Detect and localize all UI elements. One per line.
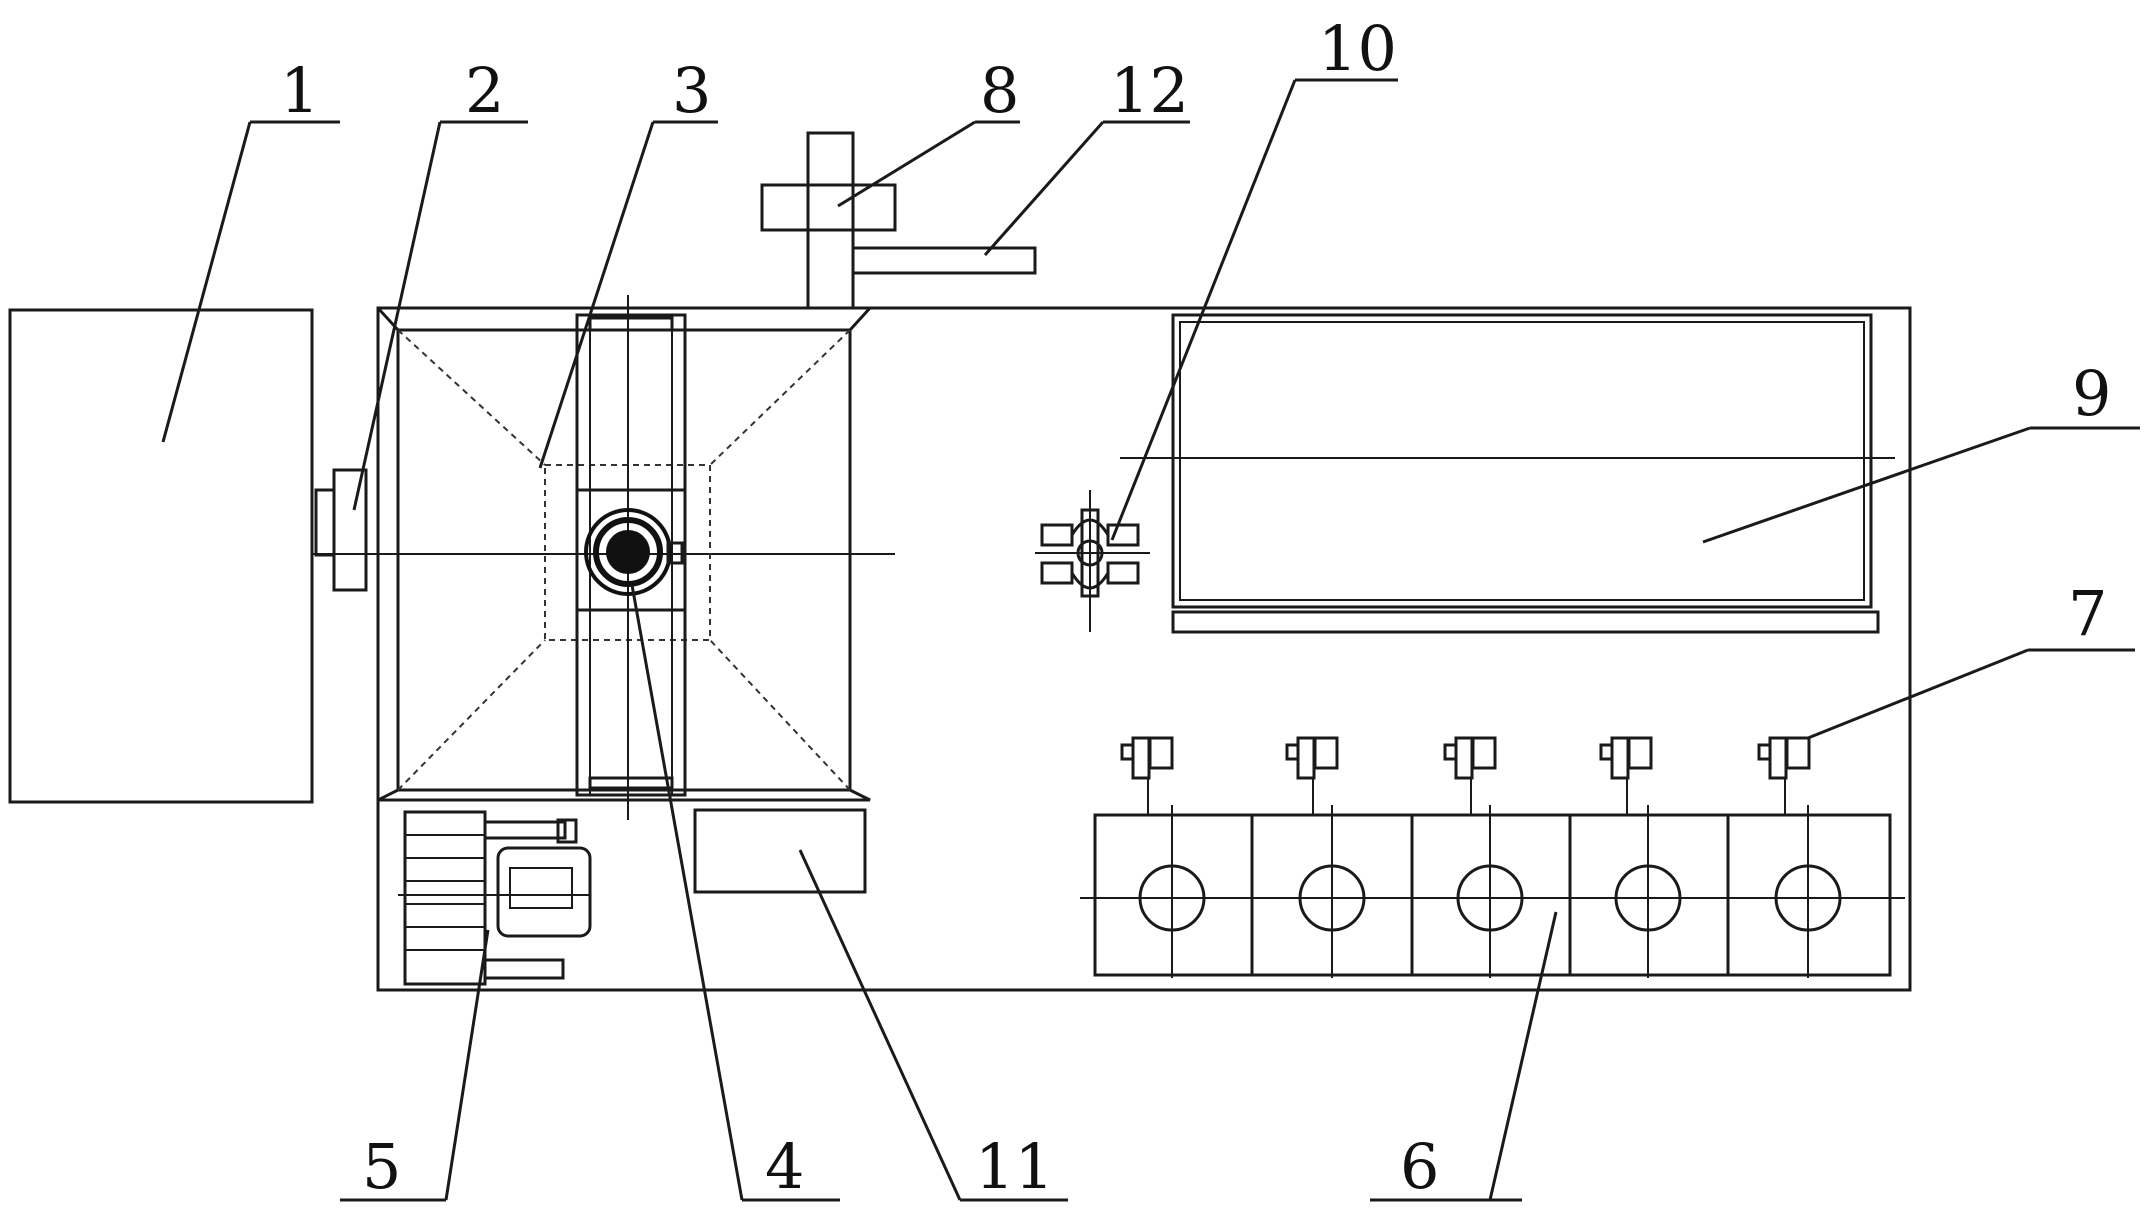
part-6-cells — [1093, 813, 1892, 977]
leader-1 — [161, 121, 252, 443]
label-2: 2 — [465, 54, 504, 127]
label-9: 9 — [2072, 357, 2111, 430]
part-2-coupling — [332, 468, 368, 592]
rotor-housing — [575, 488, 687, 612]
part-7-nozzle — [1443, 736, 1497, 815]
part-4-rotor-core — [606, 530, 650, 574]
part-9-panel-inner — [1179, 321, 1865, 601]
label-10: 10 — [1318, 12, 1397, 85]
leader-12 — [983, 121, 1105, 256]
part-5-panel — [403, 810, 487, 986]
channel-top-bar — [588, 316, 674, 332]
hopper-bottom-lip — [377, 788, 871, 802]
leader-7 — [1807, 648, 2029, 740]
rotor-clip — [666, 541, 684, 565]
label-6: 6 — [1400, 1130, 1439, 1203]
leader-5 — [444, 929, 490, 1201]
part-12-arm — [851, 246, 1037, 275]
pump-motor — [496, 846, 592, 938]
leader-11 — [798, 849, 962, 1201]
part-2-coupling-flange — [314, 488, 336, 557]
label-7: 7 — [2068, 577, 2107, 650]
label-5: 5 — [362, 1130, 401, 1203]
label-8: 8 — [980, 54, 1019, 127]
label-3: 3 — [672, 54, 711, 127]
label-11: 11 — [975, 1130, 1054, 1203]
leader-9 — [1702, 426, 2031, 544]
part-4-rotor-outer — [584, 508, 672, 596]
pump-motor-core — [509, 867, 573, 909]
pump-pipe-top — [483, 820, 567, 840]
part-8-block — [760, 183, 897, 232]
part-9-base-strip — [1171, 610, 1880, 634]
leader-10 — [1110, 79, 1297, 541]
hopper-diagonal-bl — [397, 639, 546, 791]
part-7-nozzle — [1599, 736, 1653, 815]
part-4-rotor-ring — [593, 517, 663, 587]
label-4: 4 — [765, 1130, 804, 1203]
leader-3 — [538, 121, 655, 469]
main-frame — [376, 306, 1912, 992]
part-7-nozzle — [1757, 736, 1811, 815]
pump-pipe-bottom — [483, 958, 565, 980]
part-8-column — [806, 131, 855, 310]
part-1-motor-box — [8, 308, 314, 804]
label-12: 12 — [1110, 54, 1189, 127]
channel-bottom-bar — [588, 776, 674, 790]
hopper-top-right — [848, 306, 872, 332]
part-11-box — [693, 808, 867, 894]
label-1: 1 — [280, 54, 319, 127]
hopper-diagonal-tr — [709, 329, 851, 466]
hopper-diagonal-tl — [397, 329, 546, 466]
leader-2 — [352, 121, 442, 511]
part-7-nozzle — [1120, 736, 1174, 815]
part-9-panel-outer — [1171, 313, 1873, 609]
leader-6 — [1488, 911, 1558, 1201]
pump-connector — [556, 818, 578, 844]
part-10-fitting — [1035, 490, 1150, 632]
leader-4 — [630, 584, 744, 1201]
part-7-nozzle — [1285, 736, 1339, 815]
hopper-diagonal-br — [709, 639, 851, 791]
leader-8 — [837, 120, 976, 208]
